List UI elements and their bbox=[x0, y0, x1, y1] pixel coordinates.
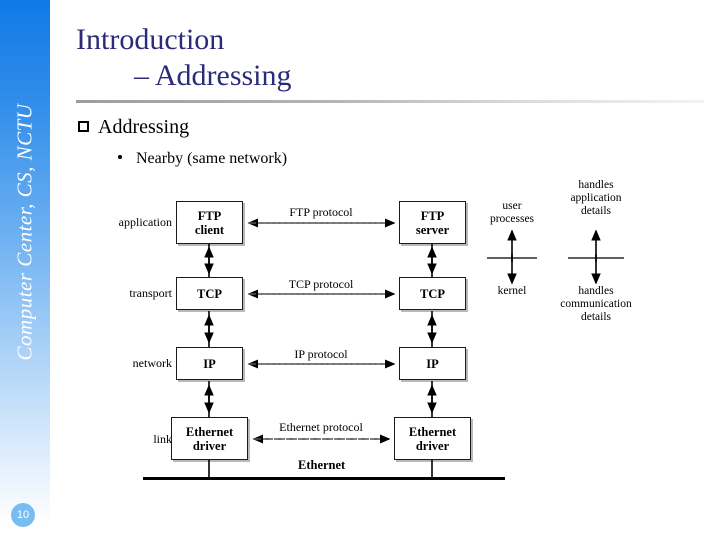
round-bullet-icon bbox=[118, 155, 122, 159]
protocol-label-ftp: FTP protocol bbox=[289, 205, 353, 219]
bullet-level2: Nearby (same network) bbox=[118, 150, 287, 168]
box-left-ethernet-driver: Ethernet driver bbox=[171, 417, 248, 460]
box-left-ip-line1: IP bbox=[203, 356, 216, 371]
box-right-ip: IP bbox=[399, 347, 466, 380]
sidebar-banner: Computer Center, CS, NCTU 10 bbox=[0, 0, 50, 540]
box-left-ethernet-driver-line2: driver bbox=[192, 438, 227, 453]
bullet-level1: Addressing bbox=[78, 116, 189, 139]
box-left-tcp-line1: TCP bbox=[197, 286, 222, 301]
bullet-level1-label: Addressing bbox=[98, 116, 190, 138]
annotation-handles-communication-line3: details bbox=[580, 311, 612, 323]
box-ftp-client: FTP client bbox=[176, 201, 243, 244]
annotation-handles-application-details: handles application details bbox=[536, 179, 656, 218]
box-ftp-client-line2: client bbox=[194, 222, 225, 237]
annotation-kernel-line1: kernel bbox=[497, 285, 527, 297]
layer-label-network: network bbox=[132, 356, 172, 370]
layer-label-link: link bbox=[153, 432, 172, 446]
annotation-divider-arrows bbox=[507, 229, 601, 285]
hollow-square-bullet-icon bbox=[78, 121, 89, 132]
box-right-tcp-line1: TCP bbox=[420, 286, 445, 301]
annotation-handles-application-line3: details bbox=[580, 205, 612, 217]
box-left-ip: IP bbox=[176, 347, 243, 380]
annotation-handles-communication-line2: communication bbox=[560, 298, 632, 310]
protocol-dashed-arrows bbox=[247, 218, 396, 444]
protocol-label-ip: IP protocol bbox=[294, 347, 348, 361]
box-ftp-server-line1: FTP bbox=[420, 208, 445, 223]
box-ftp-server-line2: server bbox=[415, 222, 450, 237]
layer-label-transport: transport bbox=[129, 286, 172, 300]
protocol-label-ethernet: Ethernet protocol bbox=[279, 420, 363, 434]
annotation-handles-application-line1: handles bbox=[578, 179, 614, 191]
page-number-badge: 10 bbox=[11, 503, 35, 527]
annotation-handles-communication-details: handles communication details bbox=[527, 285, 665, 324]
box-left-tcp: TCP bbox=[176, 277, 243, 310]
box-left-ethernet-driver-line1: Ethernet bbox=[185, 424, 234, 439]
box-ftp-server: FTP server bbox=[399, 201, 466, 244]
box-right-ethernet-driver-line2: driver bbox=[415, 438, 450, 453]
box-right-ethernet-driver: Ethernet driver bbox=[394, 417, 471, 460]
ethernet-bus-line bbox=[143, 477, 505, 480]
ethernet-drop-lines bbox=[208, 460, 433, 477]
annotation-handles-communication-line1: handles bbox=[578, 285, 614, 297]
box-ftp-client-line1: FTP bbox=[197, 208, 222, 223]
box-right-tcp: TCP bbox=[399, 277, 466, 310]
title-line-2: – Addressing bbox=[134, 59, 292, 92]
annotation-kernel: kernel bbox=[462, 285, 562, 298]
layer-label-application: application bbox=[118, 215, 172, 229]
annotation-user-processes-line2: processes bbox=[489, 213, 535, 225]
annotation-user-processes: user processes bbox=[462, 200, 562, 226]
annotation-handles-application-line2: application bbox=[570, 192, 622, 204]
bullet-level2-label: Nearby (same network) bbox=[136, 150, 288, 167]
annotation-user-processes-line1: user bbox=[502, 200, 522, 212]
title-divider bbox=[76, 100, 704, 103]
box-right-ip-line1: IP bbox=[426, 356, 439, 371]
box-right-ethernet-driver-line1: Ethernet bbox=[408, 424, 457, 439]
protocol-label-tcp: TCP protocol bbox=[288, 277, 354, 291]
page-title: Introduction – Addressing bbox=[76, 22, 706, 94]
ethernet-medium-label: Ethernet bbox=[298, 458, 346, 472]
title-line-1: Introduction bbox=[76, 23, 225, 56]
